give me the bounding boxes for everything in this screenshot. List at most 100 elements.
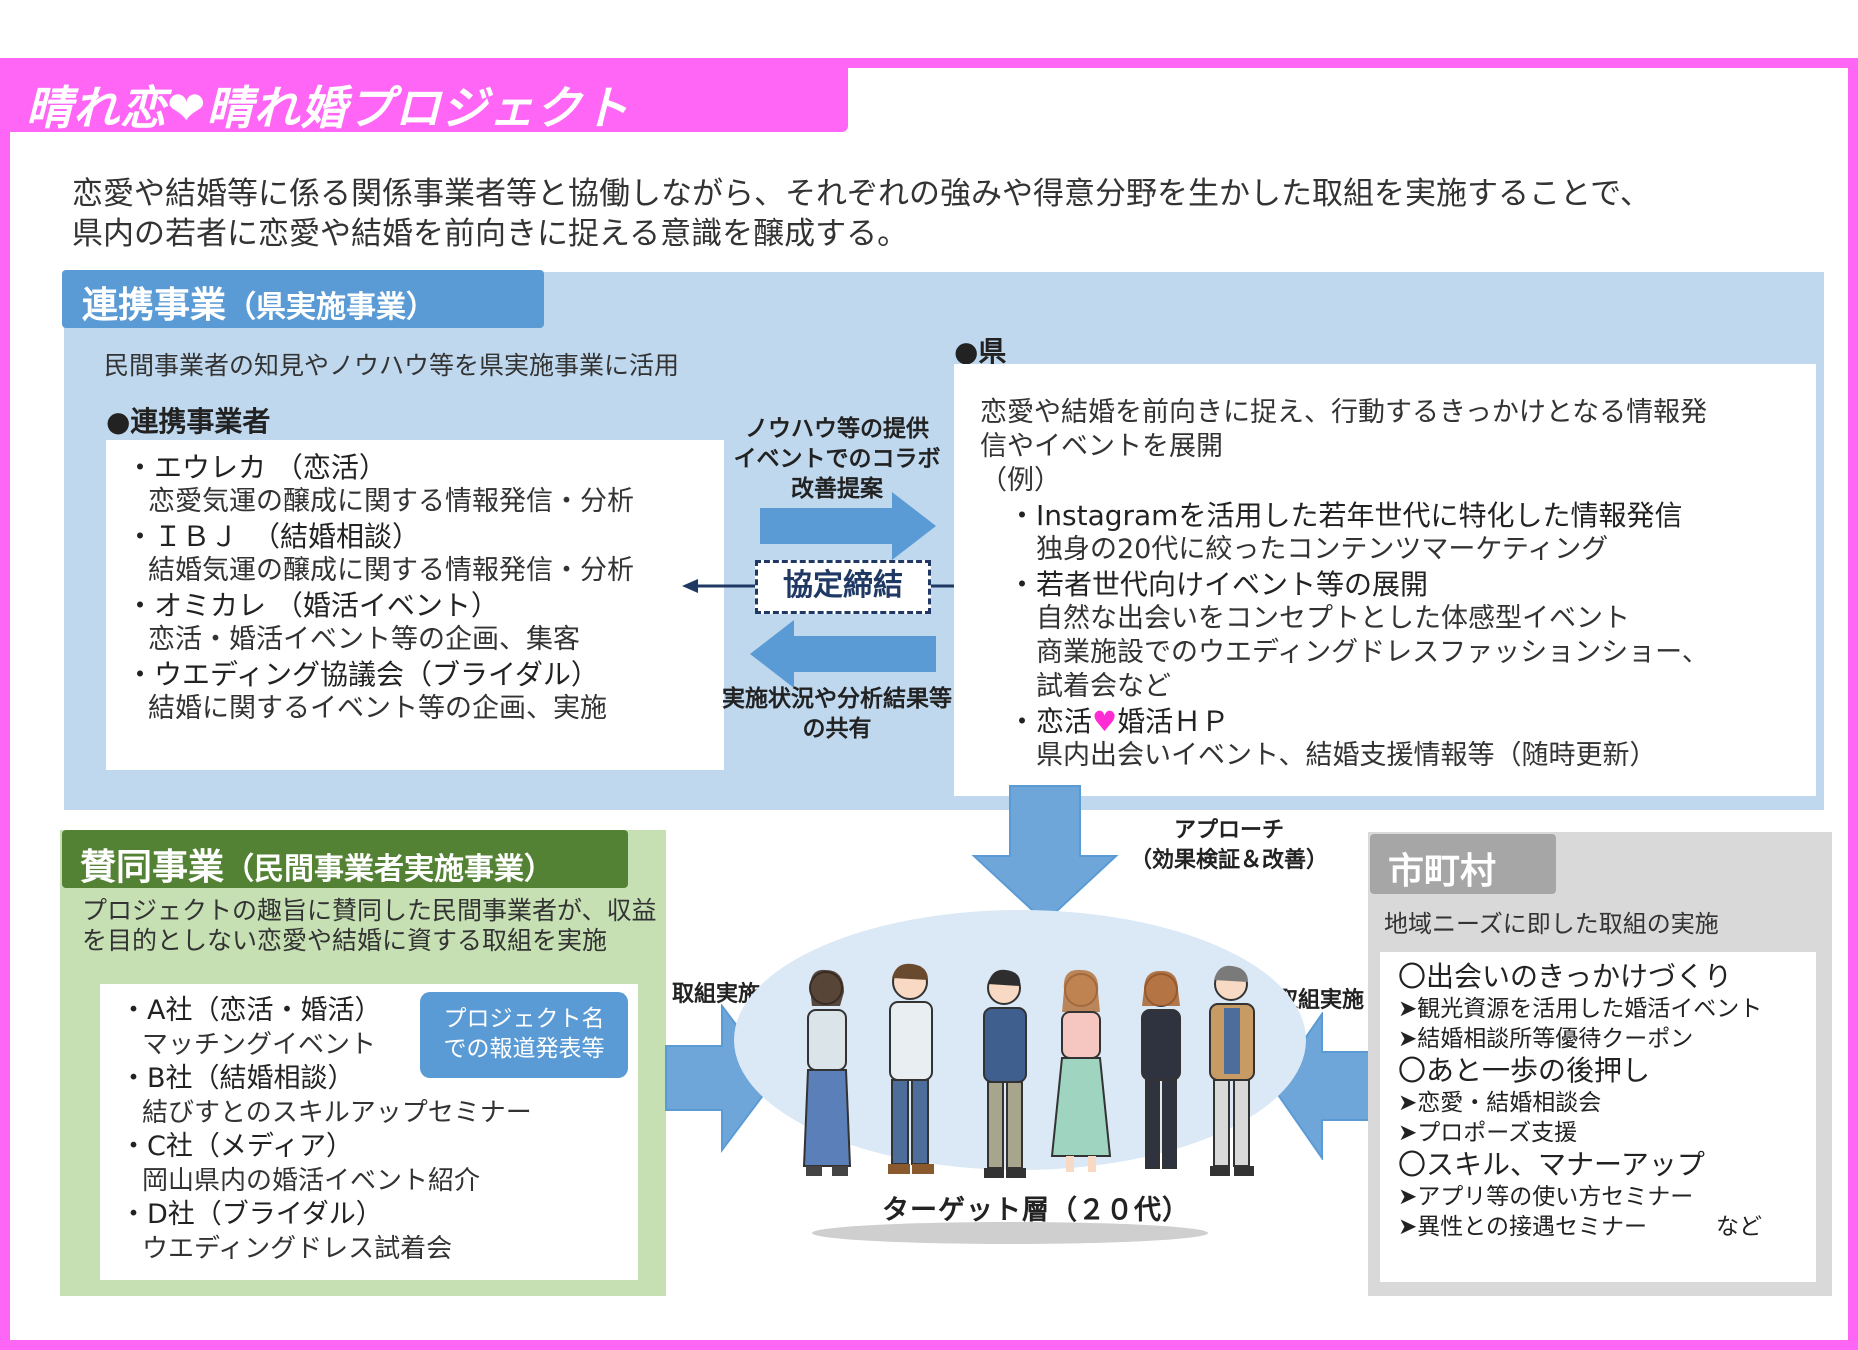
right-flow-arrow <box>760 492 936 560</box>
ken-content: 恋愛や結婚を前向きに捉え、行動するきっかけとなる情報発 信やイベントを展開 （例… <box>954 364 1816 773</box>
city-title: 市町村 <box>1388 851 1497 892</box>
city-group-item: ➤恋愛・結婚相談会 <box>1398 1090 1602 1116</box>
agreement-box: 協定締結 <box>755 560 931 614</box>
renkei-title-main: 連携事業 <box>82 285 227 326</box>
partner-desc: 恋愛気運の醸成に関する情報発信・分析 <box>148 486 634 517</box>
sando-subtitle-line: を目的としない恋愛や結婚に資する取組を実施 <box>82 926 608 955</box>
ken-detail: 試着会など <box>1036 671 1171 702</box>
city-group-item: ➤アプリ等の使い方セミナー <box>1398 1184 1694 1210</box>
sando-title: 賛同事業（民間事業者実施事業） <box>80 838 554 890</box>
renkei-title: 連携事業（県実施事業） <box>82 276 436 328</box>
partner-item: ・オミカレ （婚活イベント）恋活・婚活イベント等の企画、集客 <box>126 588 724 657</box>
flow-top-caption: ノウハウ等の提供 イベントでのコラボ 改善提案 <box>706 414 968 504</box>
ken-box: 恋愛や結婚を前向きに捉え、行動するきっかけとなる情報発 信やイベントを展開 （例… <box>954 364 1816 796</box>
sando-header <box>62 830 628 888</box>
person-illustration-1 <box>802 969 852 1176</box>
company-name: ・B社（結婚相談） <box>120 1063 355 1094</box>
partner-desc: 結婚に関するイベント等の企画、実施 <box>148 693 607 724</box>
partner-item: ・ウエディング協議会（ブライダル）結婚に関するイベント等の企画、実施 <box>126 657 724 726</box>
company-item: ・A社（恋活・婚活） マッチングイベント <box>120 994 638 1062</box>
city-group-head: 〇あと一歩の後押し <box>1398 1054 1651 1087</box>
flow-bottom-line: の共有 <box>802 716 872 742</box>
partner-name: ・ＩＢＪ （結婚相談） <box>126 520 421 553</box>
city-subtitle: 地域ニーズに即した取組の実施 <box>1384 910 1719 938</box>
approach-caption: アプローチ （効果検証＆改善） <box>1130 816 1328 876</box>
approach-line: （効果検証＆改善） <box>1130 848 1329 873</box>
city-group-item: ➤観光資源を活用した婚活イベント <box>1398 996 1763 1022</box>
partner-name: ・オミカレ （婚活イベント） <box>126 589 499 622</box>
company-item: ・D社（ブライダル） ウエディングドレス試着会 <box>120 1198 638 1266</box>
city-group-head: 〇出会いのきっかけづくり <box>1398 960 1733 993</box>
ken-hp-post: 婚活ＨＰ <box>1117 705 1230 738</box>
person-illustration-6 <box>1209 965 1255 1176</box>
title-tab <box>10 68 848 132</box>
ken-example: （例） <box>980 465 1061 496</box>
person-illustration-3 <box>983 969 1027 1178</box>
company-desc: マッチングイベント <box>142 1030 377 1060</box>
heart-icon: ♥ <box>1092 705 1118 738</box>
person-illustration-4 <box>1050 969 1112 1172</box>
renkei-title-paren: （県実施事業） <box>226 290 437 325</box>
right-flow-arrow-shape <box>760 492 936 560</box>
city-group-item: ➤プロポーズ支援 <box>1398 1120 1578 1146</box>
partner-desc: 結婚気運の醸成に関する情報発信・分析 <box>148 555 634 586</box>
partners-list: ・エウレカ （恋活）恋愛気運の醸成に関する情報発信・分析 ・ＩＢＪ （結婚相談）… <box>106 440 724 726</box>
partner-item: ・ＩＢＪ （結婚相談）結婚気運の醸成に関する情報発信・分析 <box>126 519 724 588</box>
ken-bullet: ・恋活♥婚活ＨＰ <box>980 704 1816 739</box>
ken-detail: 商業施設でのウエディングドレスファッションショー、 <box>1036 637 1709 668</box>
partner-item: ・エウレカ （恋活）恋愛気運の醸成に関する情報発信・分析 <box>126 450 724 519</box>
ken-lead: 信やイベントを展開 <box>980 431 1223 462</box>
partner-desc: 恋活・婚活イベント等の企画、集客 <box>148 624 580 655</box>
press-line: プロジェクト名 <box>443 1006 605 1032</box>
page-title: 晴れ恋❤晴れ婚プロジェクト <box>26 81 630 135</box>
companies-list: ・A社（恋活・婚活） マッチングイベント ・B社（結婚相談） 結びすとのスキルアップ… <box>100 984 638 1266</box>
left-flow-arrow-shape <box>750 620 936 688</box>
press-line: での報道発表等 <box>443 1036 605 1062</box>
person-illustration-5 <box>1141 970 1181 1169</box>
sando-title-paren: （民間事業者実施事業） <box>224 852 555 887</box>
left-flow-arrow <box>750 620 936 688</box>
company-name: ・A社（恋活・婚活） <box>120 995 382 1026</box>
sando-subtitle-line: プロジェクトの趣旨に賛同した民間事業者が、収益 <box>82 896 657 925</box>
approach-arrow-shape <box>971 785 1119 924</box>
city-group-item: ➤結婚相談所等優待クーポン <box>1398 1026 1694 1052</box>
approach-line: アプローチ <box>1174 818 1285 843</box>
flow-bottom-line: 実施状況や分析結果等 <box>722 686 952 712</box>
renkei-subtitle: 民間事業者の知見やノウハウ等を県実施事業に活用 <box>104 351 680 380</box>
target-label: ターゲット層（２０代） <box>882 1195 1190 1226</box>
agreement-left-head <box>682 579 698 593</box>
company-name: ・C社（メディア） <box>120 1131 353 1162</box>
partner-name: ・ウエディング協議会（ブライダル） <box>126 658 599 691</box>
target-shadow <box>812 1222 1208 1244</box>
partners-box: ・エウレカ （恋活）恋愛気運の醸成に関する情報発信・分析 ・ＩＢＪ （結婚相談）… <box>106 440 724 770</box>
company-desc: 結びすとのスキルアップセミナー <box>142 1098 532 1128</box>
ken-heading: ●県 <box>954 335 1007 368</box>
ken-detail: 独身の20代に絞ったコンテンツマーケティング <box>1036 534 1609 565</box>
company-name: ・D社（ブライダル） <box>120 1199 383 1230</box>
ken-bullet: ・若者世代向けイベント等の展開 <box>1008 568 1429 601</box>
intro-line-2: 県内の若者に恋愛や結婚を前向きに捉える意識を醸成する。 <box>72 216 909 252</box>
ken-detail: 県内出会いイベント、結婚支援情報等（随時更新） <box>1036 740 1657 771</box>
company-item: ・C社（メディア） 岡山県内の婚活イベント紹介 <box>120 1130 638 1198</box>
sando-subtitle: プロジェクトの趣旨に賛同した民間事業者が、収益 を目的としない恋愛や結婚に資する… <box>82 896 657 956</box>
flow-top-line: 改善提案 <box>791 476 883 502</box>
sando-title-main: 賛同事業 <box>80 847 225 888</box>
company-desc: ウエディングドレス試着会 <box>142 1234 453 1264</box>
city-group-item: ➤異性との接遇セミナー など <box>1398 1214 1763 1240</box>
ken-lead: 恋愛や結婚を前向きに捉え、行動するきっかけとなる情報発 <box>980 397 1708 428</box>
partners-heading: ●連携事業者 <box>106 405 271 438</box>
city-box: 〇出会いのきっかけづくり ➤観光資源を活用した婚活イベント ➤結婚相談所等優待ク… <box>1380 952 1816 1282</box>
city-group-head: 〇スキル、マナーアップ <box>1398 1148 1705 1181</box>
ken-bullet: ・Instagramを活用した若年世代に特化した情報発信 <box>1008 499 1683 532</box>
partner-name: ・エウレカ （恋活） <box>126 451 387 484</box>
intro-line-1: 恋愛や結婚等に係る関係事業者等と協働しながら、それぞれの強みや得意分野を生かした… <box>72 176 1651 212</box>
flow-top-line: イベントでのコラボ <box>733 446 941 472</box>
ken-detail: 自然な出会いをコンセプトとした体感型イベント <box>1036 603 1630 634</box>
renkei-header <box>62 270 544 328</box>
city-content: 〇出会いのきっかけづくり ➤観光資源を活用した婚活イベント ➤結婚相談所等優待ク… <box>1380 952 1816 1242</box>
company-item: ・B社（結婚相談） 結びすとのスキルアップセミナー <box>120 1062 638 1130</box>
flow-bottom-caption: 実施状況や分析結果等 の共有 <box>696 684 978 744</box>
ken-hp-pre: ・恋活 <box>1008 705 1093 738</box>
company-desc: 岡山県内の婚活イベント紹介 <box>142 1166 481 1196</box>
approach-arrow <box>971 785 1119 924</box>
